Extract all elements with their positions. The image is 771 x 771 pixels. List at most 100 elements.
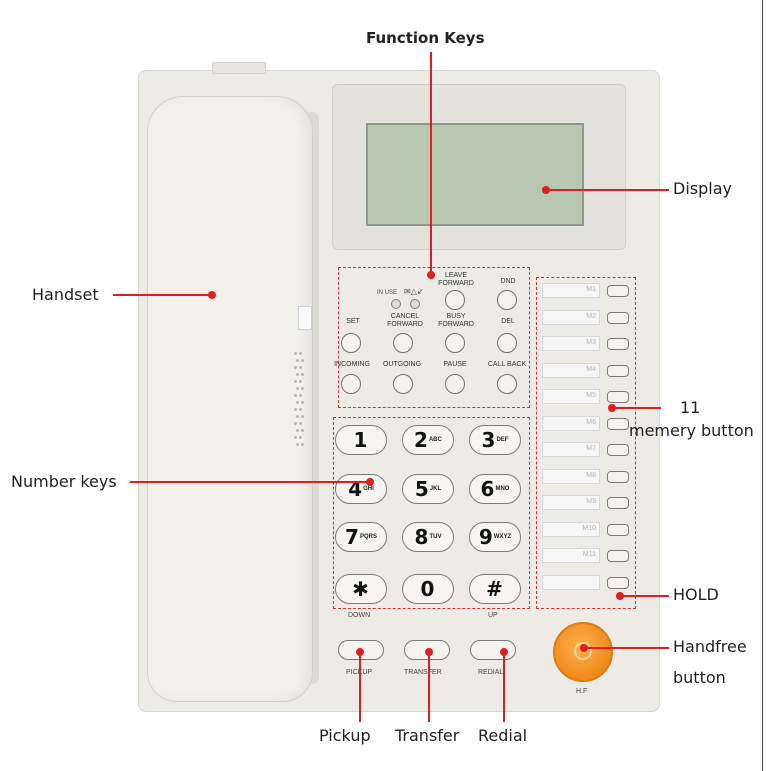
handfree-line xyxy=(584,647,669,649)
memory-label-slot: M11 xyxy=(542,548,600,563)
memory-slot-label: M8 xyxy=(586,471,596,479)
hold-line xyxy=(621,595,669,597)
key-hash[interactable]: # xyxy=(469,574,521,604)
grille-hole xyxy=(294,366,297,369)
memory-slot-label: M10 xyxy=(582,524,596,532)
pause-label: PAUSE xyxy=(443,361,467,368)
call-back-button[interactable] xyxy=(497,374,517,394)
speaker-icon xyxy=(574,642,592,660)
memory-keys-box xyxy=(536,277,636,609)
top-tab xyxy=(212,62,266,74)
pickup-line xyxy=(359,652,361,722)
grille-hole xyxy=(301,443,304,446)
dnd-button[interactable] xyxy=(497,290,517,310)
memory-label-slot: M6 xyxy=(542,415,600,431)
redial-button[interactable] xyxy=(470,640,516,660)
key-star[interactable]: ✱ xyxy=(335,574,387,604)
grille-hole xyxy=(301,415,304,418)
grille-hole xyxy=(294,352,297,355)
memory-slot-label: M11 xyxy=(582,551,596,558)
grille-hole xyxy=(299,436,302,439)
leave-forward-button[interactable] xyxy=(445,290,465,310)
memory-label-slot: M2 xyxy=(542,309,600,325)
memory-label-slot: M4 xyxy=(542,362,600,378)
grille-hole xyxy=(301,387,304,390)
function-keys-title: Function Keys xyxy=(366,29,485,47)
function-keys-line xyxy=(430,52,432,274)
lcd-display xyxy=(366,123,584,226)
grille-hole xyxy=(299,394,302,397)
incoming-button[interactable] xyxy=(341,374,361,394)
memory-button[interactable] xyxy=(607,497,629,509)
memory-button[interactable] xyxy=(607,285,629,297)
hold-button[interactable] xyxy=(607,576,629,589)
outgoing-label: OUTGOING xyxy=(382,361,422,368)
memory-slot-label: M2 xyxy=(586,312,596,320)
memory-button[interactable] xyxy=(607,391,629,403)
redial-line xyxy=(503,652,505,722)
memory-label-slot xyxy=(542,574,600,590)
memory-button[interactable] xyxy=(607,444,629,456)
memory-button[interactable] xyxy=(607,523,629,536)
set-label: SET xyxy=(346,318,360,325)
display-line xyxy=(547,189,669,191)
cancel-forward-button[interactable] xyxy=(393,333,413,353)
pickup-callout: Pickup xyxy=(319,726,371,745)
key-1[interactable]: 1 xyxy=(335,425,387,455)
handset-callout: Handset xyxy=(32,285,99,304)
hook-switch xyxy=(298,306,312,330)
del-label: DEL xyxy=(501,318,515,325)
grille-hole xyxy=(294,436,297,439)
outgoing-button[interactable] xyxy=(393,374,413,394)
set-button[interactable] xyxy=(341,333,361,353)
grille-hole xyxy=(296,429,299,432)
grille-hole xyxy=(301,373,304,376)
key-0[interactable]: 0 xyxy=(402,574,454,604)
memory-button[interactable] xyxy=(607,550,629,562)
grille-hole xyxy=(299,366,302,369)
handset[interactable] xyxy=(147,96,313,702)
memory-button[interactable] xyxy=(607,311,629,324)
grille-hole xyxy=(299,352,302,355)
hold-dot xyxy=(616,592,624,600)
memory-button[interactable] xyxy=(607,470,629,483)
display-dot xyxy=(542,186,550,194)
redial-label: REDIAL xyxy=(478,669,504,676)
memory-slot-label: M3 xyxy=(586,339,596,346)
grille-hole xyxy=(301,401,304,404)
dnd-label: DND xyxy=(500,278,516,285)
memory-label-slot: M7 xyxy=(542,442,600,457)
down-label: DOWN xyxy=(348,612,371,619)
grille-hole xyxy=(296,443,299,446)
memory-label-slot: M3 xyxy=(542,336,600,351)
memory-button[interactable] xyxy=(607,364,629,377)
pause-button[interactable] xyxy=(445,374,465,394)
memory-slot-label: M6 xyxy=(586,418,596,426)
grille-hole xyxy=(301,429,304,432)
memory-label-slot: M1 xyxy=(542,283,600,298)
message-led xyxy=(410,299,420,309)
up-label: UP xyxy=(488,612,498,619)
memory-button[interactable] xyxy=(607,417,629,430)
pickup-dot xyxy=(356,648,364,656)
memory-callout-text: memery button xyxy=(629,421,754,440)
page-edge-line xyxy=(762,0,763,771)
memory-label-slot: M5 xyxy=(542,389,600,404)
memory-slot-label: M9 xyxy=(586,498,596,505)
memory-dot xyxy=(608,404,616,412)
hf-label: H.F xyxy=(576,688,588,695)
hold-callout: HOLD xyxy=(673,585,719,604)
del-button[interactable] xyxy=(497,333,517,353)
call-back-label: CALL BACK xyxy=(487,361,527,368)
busy-forward-button[interactable] xyxy=(445,333,465,353)
grille-hole xyxy=(294,380,297,383)
memory-button[interactable] xyxy=(607,338,629,350)
